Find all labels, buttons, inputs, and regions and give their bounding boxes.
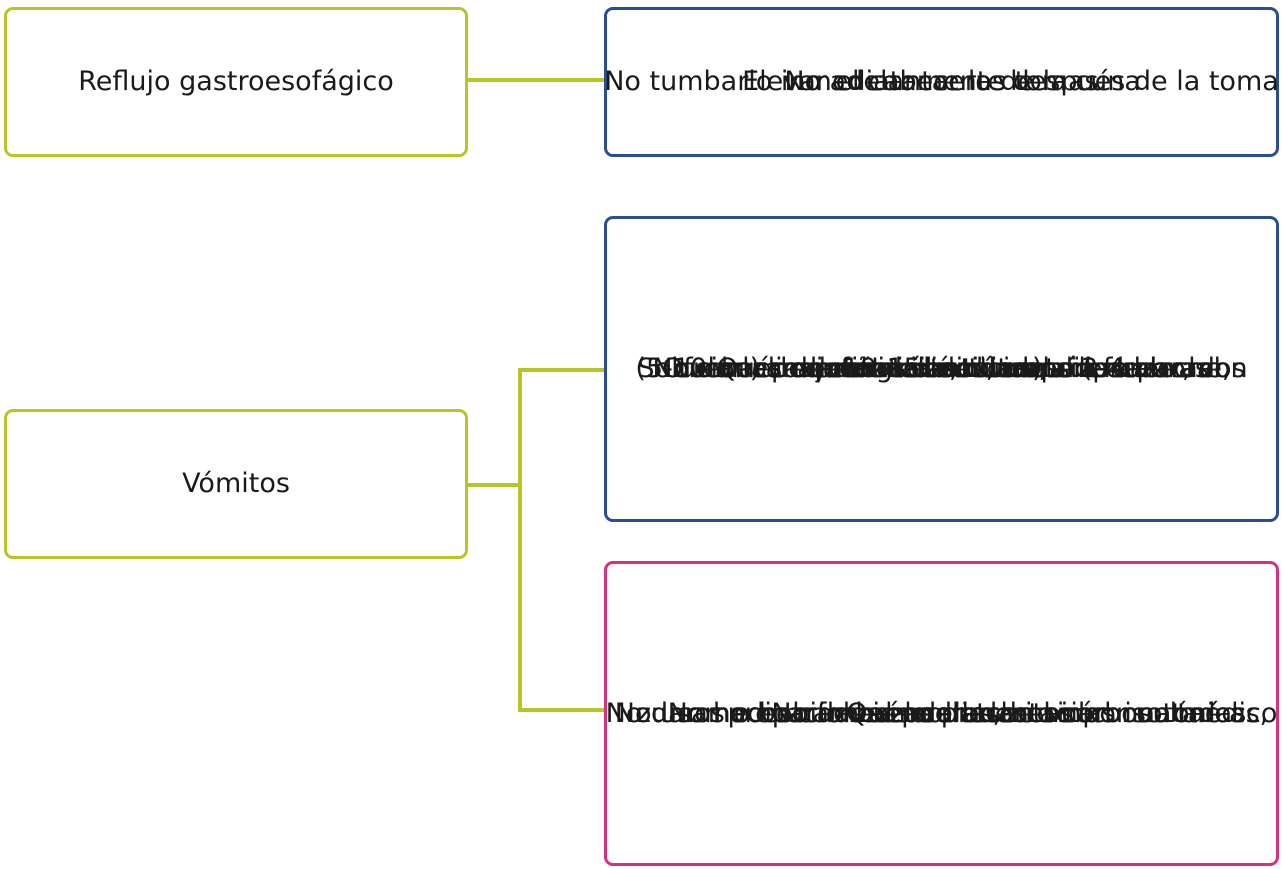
vomits-what-not-to-do-box: Qué no hacer: No forzar la alimentación … [604, 561, 1279, 866]
vomits-do-line: Qué hacer. Iniciar tolerancia oral: [716, 353, 1167, 385]
vomits-topic-box: Vómitos [4, 409, 468, 559]
vomits-do-line: No dar alimentos sólidos, incluída la le… [652, 353, 1231, 385]
vomits-title: Vómitos [182, 468, 290, 500]
reflux-title: Reflujo gastroesofágico [78, 66, 394, 98]
vomits-do-line: Soluciones de rehidratación oral (prepar… [637, 353, 1246, 385]
reflux-advice-line: Elevar el cabecero de la cuna [742, 66, 1141, 98]
vomits-do-line: Ofrecer pequeñas cantidades de sueroral [662, 353, 1221, 385]
vomits-what-to-do-box: Qué hacer. Iniciar tolerancia oral: Solu… [604, 216, 1279, 522]
vomits-dont-line: No dar medicaciones no prescritas por un… [605, 697, 1278, 729]
vomits-dont-line: No forzar la alimentación [771, 697, 1112, 729]
reflux-advice-box: Elevar el cabecero de la cuna No adelant… [604, 7, 1279, 157]
vomits-do-line: durante ese tiempo [808, 353, 1075, 385]
vomits-do-line: cuchara o jeringuilla, durante 3-4 horas [674, 353, 1209, 385]
reflux-advice-line: No adelantar las tomas [784, 66, 1099, 98]
reflux-advice-line: No tumbarlo inmediatamente después de la… [604, 66, 1279, 98]
vomits-dont-line: No hacer cambios de leche sin consultar [667, 697, 1216, 729]
vomits-dont-line: al pediatra [868, 697, 1015, 729]
vomits-dont-line: Qué no hacer: [846, 697, 1037, 729]
vomits-dont-line: No usar preparados caseros, bebidas isot… [614, 697, 1269, 729]
vomits-do-line: farmacéuticos) [840, 353, 1043, 385]
vomits-do-line: (5-10 ml) cada 10-15 minutos, sin forzar… [635, 353, 1248, 385]
vomits-dont-line: zumos o bebidas azucaradas o carbonatada… [636, 697, 1247, 729]
reflux-topic-box: Reflujo gastroesofágico [4, 7, 468, 157]
